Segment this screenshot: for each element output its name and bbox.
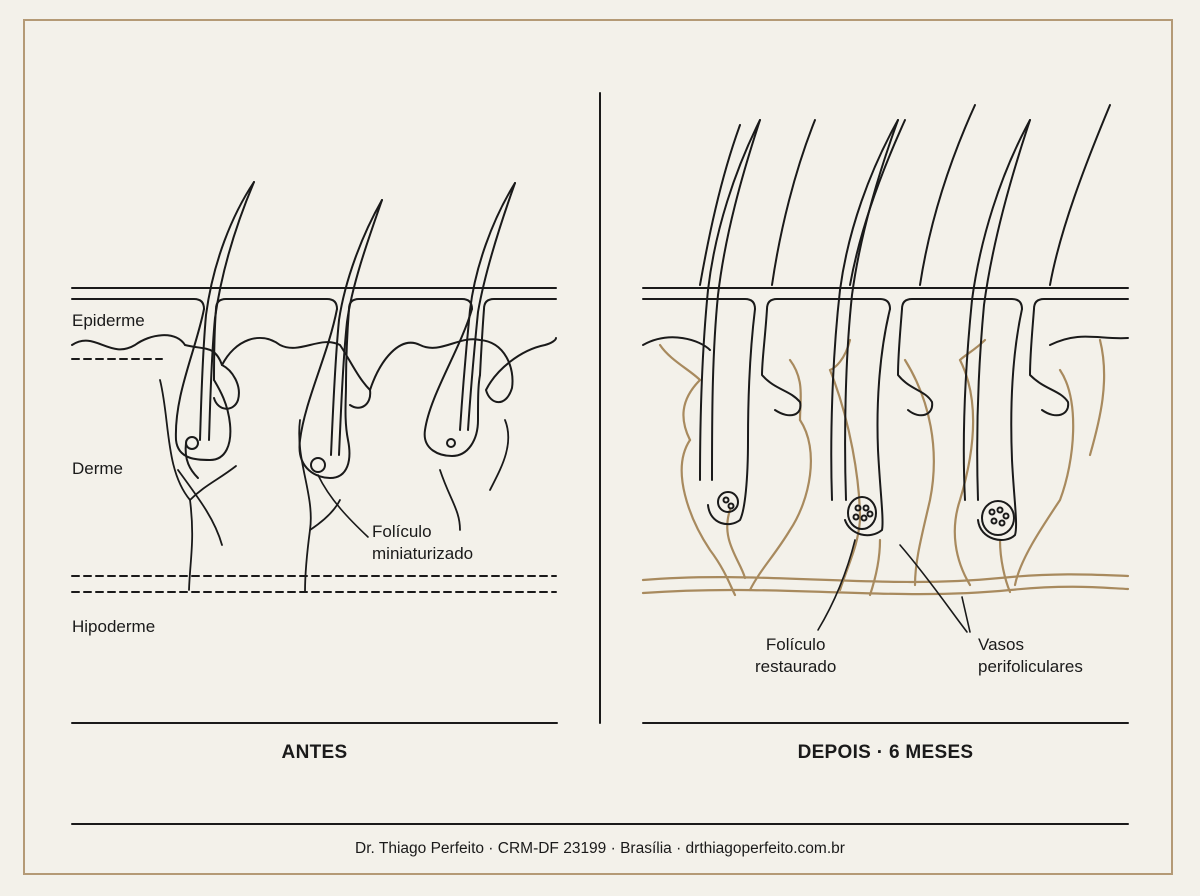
leader-vessels-1 <box>899 544 968 633</box>
annotation-restored-follicle: Folículo restaurado <box>755 634 836 678</box>
annotation-line-1: Folículo <box>372 522 432 541</box>
annotation-perifollicular-vessels: Vasos perifoliculares <box>978 634 1083 678</box>
skin-surface-after <box>642 287 1129 310</box>
annotation-line-1: Folículo <box>765 635 826 654</box>
outer-frame <box>23 19 1173 875</box>
epidermis-wave-before <box>71 334 186 351</box>
after-panel <box>641 104 1130 724</box>
annotation-miniaturized-follicle: Folículo miniaturizado <box>372 521 473 565</box>
follicle-before-2 <box>221 199 383 479</box>
layer-label-dermis: Derme <box>72 459 124 478</box>
annotation-line-1: Vasos <box>978 635 1024 654</box>
follicle-after-2 <box>830 119 934 537</box>
annotation-line-2: perifoliculares <box>978 657 1083 676</box>
leader-vessels-2 <box>961 596 971 633</box>
layer-label-hypodermis: Hipoderme <box>72 617 156 636</box>
follicle-before-1 <box>174 181 255 479</box>
follicle-after-3 <box>962 119 1129 541</box>
skin-surface-before <box>71 287 557 310</box>
hair-shafts-after <box>699 104 1111 286</box>
perifollicular-vessels <box>641 338 1130 597</box>
annotation-line-2: restaurado <box>755 657 837 676</box>
annotation-line-2: miniaturizado <box>372 544 474 563</box>
caption-after: DEPOIS · 6 MESES <box>797 742 974 763</box>
before-panel <box>71 181 558 724</box>
leader-miniaturized <box>317 474 369 538</box>
caption-before: ANTES <box>281 742 348 763</box>
layer-label-epidermis: Epiderme <box>72 311 145 330</box>
footer-credit: Dr. Thiago Perfeito · CRM-DF 23199 · Bra… <box>355 840 845 857</box>
follicle-after-1 <box>642 119 802 526</box>
follicle-before-3 <box>369 182 557 457</box>
leader-restored <box>817 539 856 631</box>
dermal-fibers-before <box>159 379 510 593</box>
